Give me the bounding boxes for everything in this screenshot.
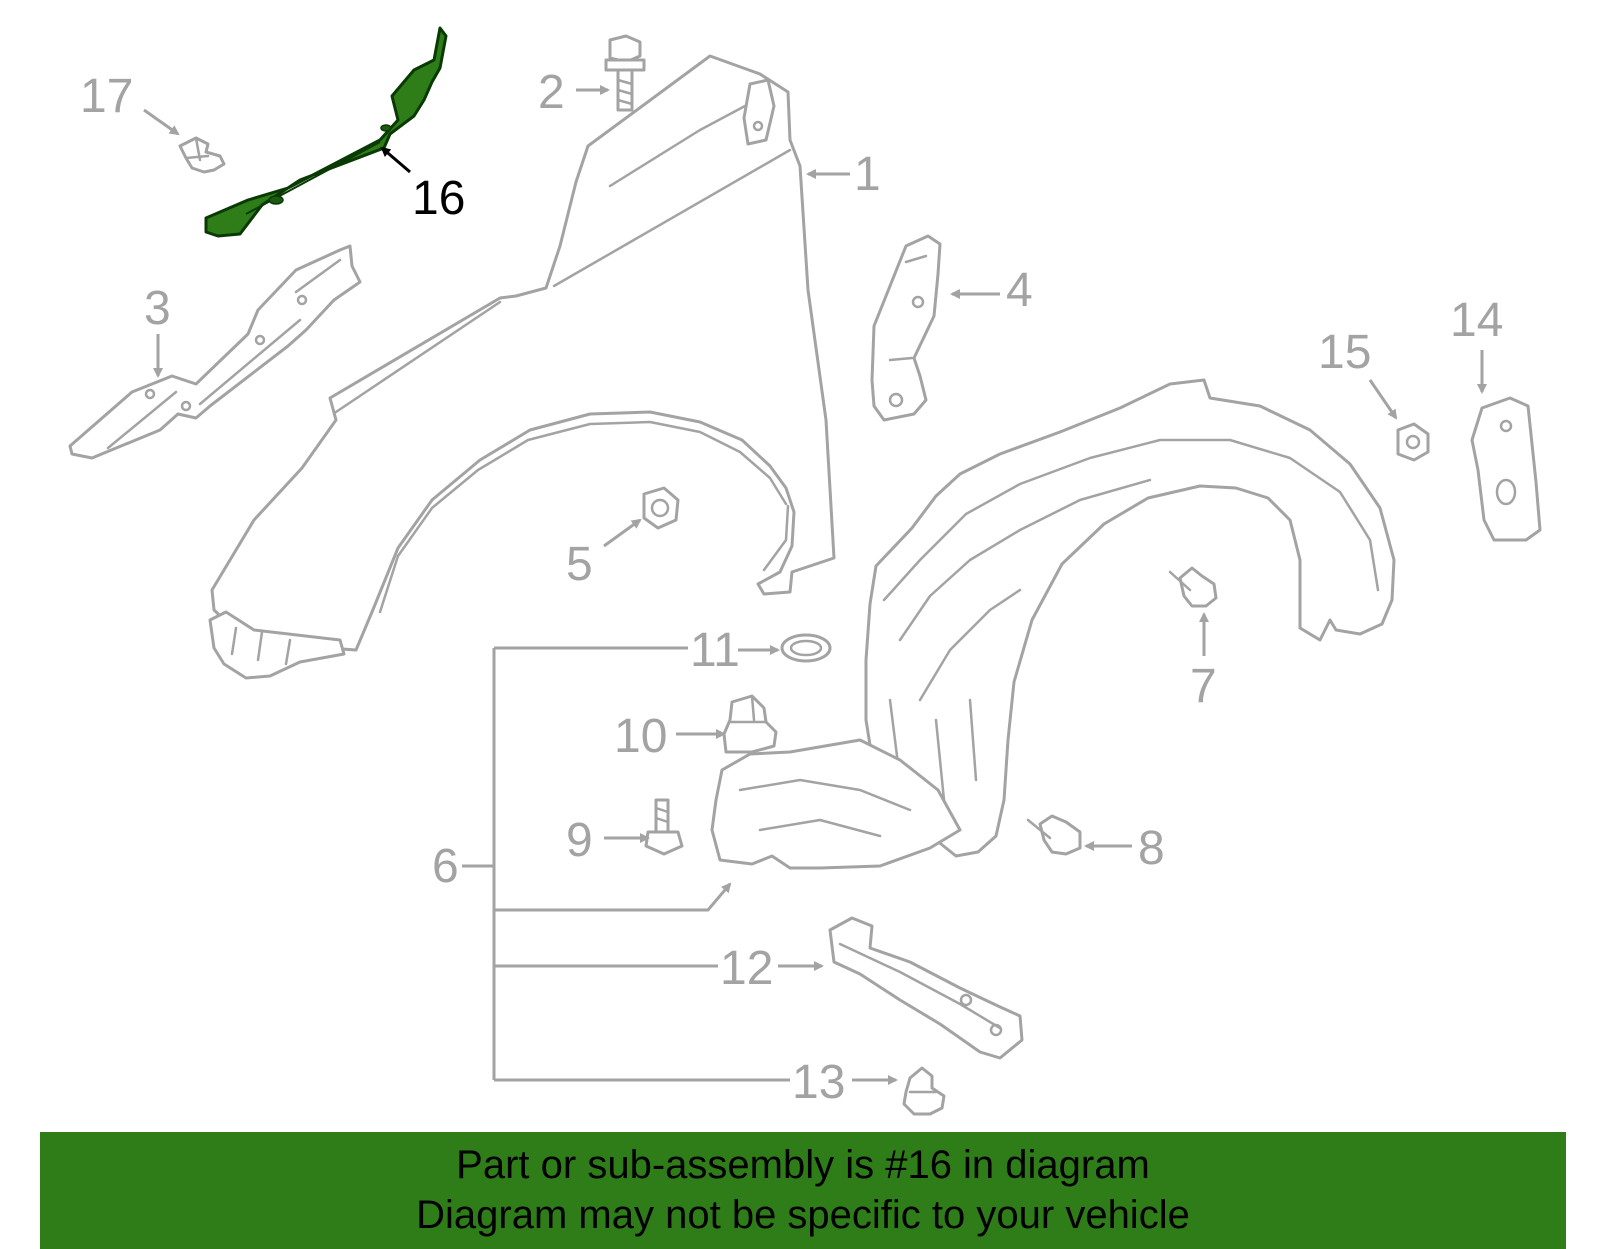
part-7-clip[interactable] [1168, 566, 1218, 608]
callout-5[interactable]: 5 [566, 538, 593, 591]
part-2-bolt[interactable] [604, 34, 646, 112]
part-10-clip[interactable] [722, 694, 778, 754]
info-banner: Part or sub-assembly is #16 in diagram D… [40, 1132, 1566, 1249]
callout-9[interactable]: 9 [566, 814, 593, 867]
part-1-fender[interactable] [208, 54, 836, 680]
banner-line-1: Part or sub-assembly is #16 in diagram [456, 1143, 1150, 1187]
callout-6[interactable]: 6 [432, 840, 459, 893]
part-11-washer[interactable] [780, 633, 832, 663]
callout-10[interactable]: 10 [614, 710, 667, 763]
callout-12[interactable]: 12 [720, 942, 773, 995]
callout-1[interactable]: 1 [854, 148, 881, 201]
callout-13[interactable]: 13 [792, 1056, 845, 1109]
part-17-clip[interactable] [178, 136, 226, 174]
part-15-nut[interactable] [1396, 422, 1430, 462]
part-13-clip[interactable] [902, 1066, 946, 1116]
callout-7[interactable]: 7 [1190, 660, 1217, 713]
part-5-nut[interactable] [642, 486, 680, 530]
callout-14[interactable]: 14 [1450, 294, 1503, 347]
callout-8[interactable]: 8 [1138, 822, 1165, 875]
callout-2[interactable]: 2 [538, 66, 565, 119]
callout-3[interactable]: 3 [144, 282, 171, 335]
callout-17[interactable]: 17 [80, 70, 133, 123]
callout-16[interactable]: 16 [412, 172, 465, 225]
callout-4[interactable]: 4 [1006, 264, 1033, 317]
callout-11[interactable]: 11 [690, 624, 740, 677]
part-8-clip[interactable] [1026, 814, 1082, 856]
part-9-bolt[interactable] [644, 798, 684, 856]
part-16-bracket[interactable] [204, 26, 448, 238]
part-14-bracket[interactable] [1470, 396, 1542, 542]
callout-15[interactable]: 15 [1318, 326, 1371, 379]
part-6-liner[interactable] [710, 378, 1396, 870]
group-6-bracket-lines [462, 646, 790, 1082]
part-3-bracket[interactable] [68, 244, 362, 460]
part-4-bracket[interactable] [870, 234, 942, 422]
callout-labels: 1 2 3 4 5 6 7 8 9 10 11 12 13 14 15 16 1… [80, 66, 1503, 1109]
part-12-bracket[interactable] [828, 916, 1024, 1060]
banner-line-2: Diagram may not be specific to your vehi… [416, 1193, 1190, 1237]
leader-arrows [143, 85, 1487, 1085]
